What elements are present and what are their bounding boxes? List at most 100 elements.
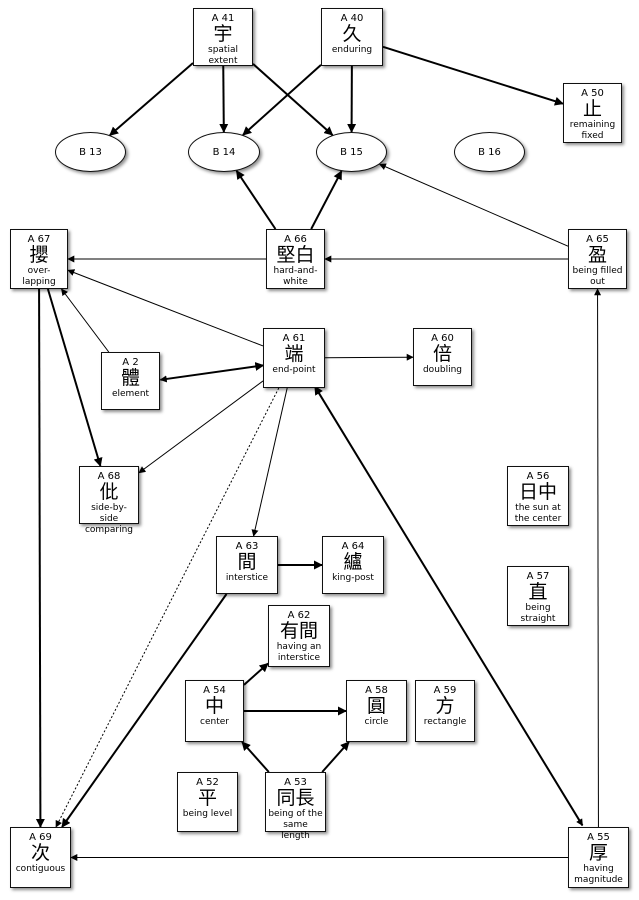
node-gloss: being of the same length bbox=[268, 809, 323, 841]
ellipse-b13: B 13 bbox=[55, 132, 126, 172]
node-gloss: being level bbox=[182, 809, 233, 819]
node-character: 圓 bbox=[366, 695, 386, 717]
node-character: 中 bbox=[204, 695, 224, 717]
edge-a65-to-b15 bbox=[378, 163, 569, 247]
node-gloss: interstice bbox=[225, 573, 269, 583]
node-character: 次 bbox=[30, 842, 50, 864]
node-id: A 64 bbox=[341, 541, 365, 552]
node-gloss: rectangle bbox=[423, 717, 467, 727]
node-id: A 69 bbox=[29, 832, 52, 843]
ellipse-label: B 13 bbox=[79, 146, 102, 158]
node-character: 盈 bbox=[587, 244, 607, 266]
node-character: 日中 bbox=[518, 481, 557, 503]
node-character: 纑 bbox=[343, 551, 363, 573]
ellipse-label: B 14 bbox=[212, 146, 236, 158]
edge-a63-to-a69 bbox=[61, 593, 228, 828]
node-id: A 59 bbox=[433, 685, 457, 696]
node-gloss: being filled out bbox=[572, 266, 623, 287]
node-character: 久 bbox=[342, 23, 362, 45]
node-id: A 2 bbox=[122, 357, 139, 368]
node-gloss: element bbox=[111, 389, 150, 399]
node-id: A 67 bbox=[27, 234, 51, 245]
node-gloss: remaining fixed bbox=[569, 120, 616, 141]
node-id: A 50 bbox=[581, 88, 604, 99]
edge-a41-to-b13 bbox=[109, 62, 194, 136]
edge-a54-to-a62 bbox=[243, 662, 269, 686]
node-gloss: king-post bbox=[332, 573, 374, 583]
node-id: A 60 bbox=[431, 333, 454, 344]
node-gloss: side-by-side comparing bbox=[84, 503, 134, 535]
node-id: A 58 bbox=[365, 685, 388, 696]
edge-a61-to-a67 bbox=[67, 269, 264, 347]
node-id: A 40 bbox=[340, 13, 364, 24]
edge-a61-to-a63 bbox=[251, 387, 288, 537]
node-character: 同長 bbox=[276, 787, 315, 809]
node-character: 間 bbox=[237, 551, 257, 573]
node-id: A 61 bbox=[282, 333, 306, 344]
edge-a61-to-a68 bbox=[138, 380, 264, 474]
node-gloss: the sun at the center bbox=[514, 503, 562, 524]
edge-a66-to-b15 bbox=[310, 170, 343, 230]
node-character: 方 bbox=[435, 695, 455, 717]
node-character: 體 bbox=[120, 367, 140, 389]
node-character: 宇 bbox=[213, 23, 233, 45]
node-id: A 63 bbox=[235, 541, 259, 552]
ellipse-b16: B 16 bbox=[454, 132, 525, 172]
node-character: 倍 bbox=[432, 343, 452, 365]
edge-a66-to-b14 bbox=[235, 170, 277, 230]
edge-a53-to-a54 bbox=[241, 741, 270, 773]
node-gloss: contiguous bbox=[15, 864, 66, 874]
node-character: 止 bbox=[582, 98, 602, 120]
ellipse-b15: B 15 bbox=[316, 132, 387, 172]
edge-a41-to-b15 bbox=[252, 63, 334, 136]
node-id: A 56 bbox=[526, 471, 550, 482]
edge-a2-to-a67 bbox=[61, 288, 110, 353]
node-gloss: end-point bbox=[272, 365, 316, 375]
edge-a55-to-a65 bbox=[594, 288, 602, 828]
node-id: A 62 bbox=[287, 610, 311, 621]
edge-a61-to-a60 bbox=[324, 353, 414, 361]
edge-a53-to-a58 bbox=[321, 741, 350, 773]
node-id: A 41 bbox=[211, 13, 235, 24]
ellipse-b14: B 14 bbox=[188, 132, 260, 172]
node-gloss: center bbox=[200, 717, 229, 727]
node-id: A 55 bbox=[587, 832, 610, 843]
node-id: A 65 bbox=[586, 234, 609, 245]
edge-a67-to-a69 bbox=[35, 288, 45, 828]
node-id: A 54 bbox=[203, 685, 226, 696]
node-gloss: being straight bbox=[520, 603, 556, 624]
node-id: A 68 bbox=[97, 471, 121, 482]
node-character: 端 bbox=[284, 343, 304, 365]
node-id: A 53 bbox=[284, 777, 307, 788]
node-gloss: having magnitude bbox=[574, 864, 623, 885]
node-character: 仳 bbox=[99, 481, 119, 503]
node-gloss: hard-and-white bbox=[273, 266, 318, 287]
node-gloss: spatial extent bbox=[208, 45, 238, 66]
edge-a41-to-b14 bbox=[219, 65, 229, 133]
node-gloss: doubling bbox=[422, 365, 463, 375]
node-character: 有間 bbox=[279, 620, 318, 642]
ellipse-label: B 15 bbox=[340, 146, 363, 158]
edge-a2-to-a61 bbox=[160, 362, 265, 381]
